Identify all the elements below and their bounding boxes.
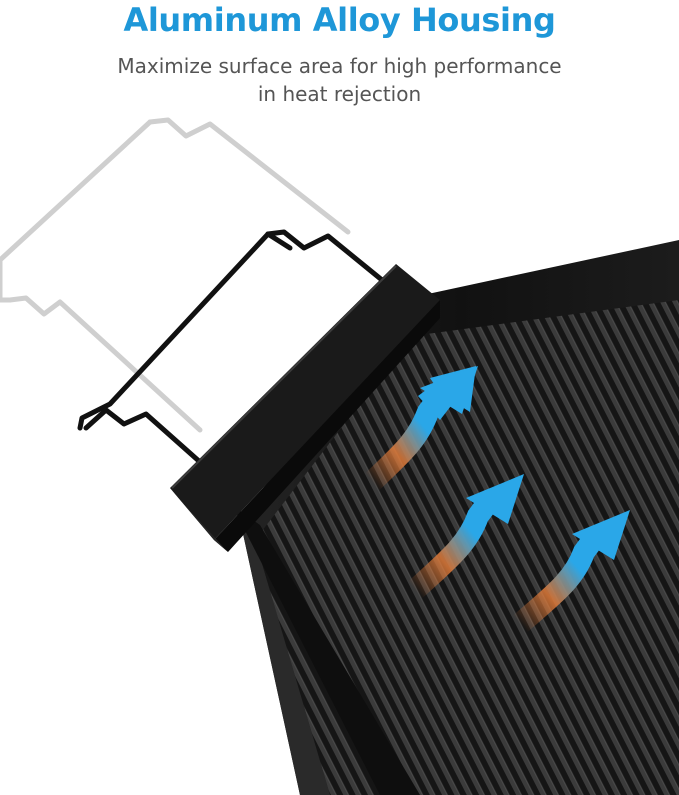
headline: Aluminum Alloy Housing <box>123 1 556 39</box>
subheadline-line-2: in heat rejection <box>257 82 422 106</box>
airflow-arrow-1 <box>361 366 478 493</box>
airflow-arrow-3 <box>509 510 630 635</box>
bracket-wire <box>77 229 385 465</box>
subheadline: Maximize surface area for high performan… <box>0 52 679 108</box>
airflow-arrow-2 <box>404 474 524 601</box>
bracket-extended-outline <box>0 117 351 433</box>
subheadline-line-1: Maximize surface area for high performan… <box>117 54 562 78</box>
end-cap <box>170 264 440 552</box>
